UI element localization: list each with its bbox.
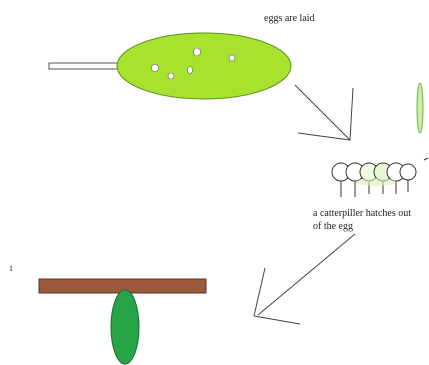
egg bbox=[152, 64, 159, 72]
leaf-stem bbox=[49, 63, 121, 69]
arrow-head-2 bbox=[254, 268, 300, 324]
caterpillar-label-line-2: of the egg bbox=[313, 221, 353, 233]
egg bbox=[229, 55, 235, 61]
leaf-with-eggs bbox=[117, 33, 291, 99]
caterpillar-antenna bbox=[424, 158, 428, 160]
small-leaf bbox=[417, 83, 423, 133]
eggs-laid-label: eggs are laid bbox=[264, 13, 315, 25]
chrysalis bbox=[111, 290, 139, 364]
egg bbox=[194, 48, 201, 56]
arrow-caterpillar-to-chrysalis bbox=[258, 234, 355, 315]
stray-mark: 1 bbox=[9, 263, 13, 275]
caterpillar-label-line-1: a catterpiller hatches out bbox=[313, 208, 411, 220]
egg bbox=[188, 67, 193, 74]
arrow-eggs-to-caterpillar bbox=[295, 85, 350, 140]
caterpillar-segment bbox=[400, 164, 416, 180]
egg bbox=[168, 73, 174, 79]
caterpillar-highlight bbox=[356, 178, 396, 186]
